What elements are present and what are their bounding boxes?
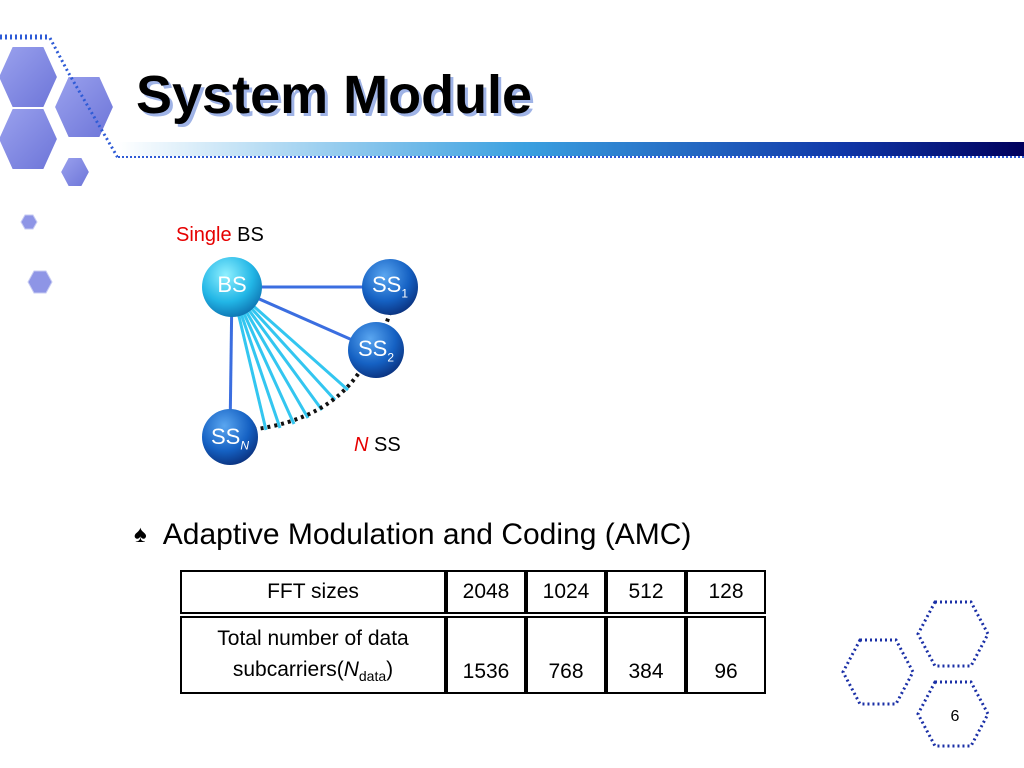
decorative-small-hexagons	[20, 214, 53, 294]
single-word: Single	[176, 224, 232, 246]
ssn-node	[202, 409, 258, 465]
subcarrier-cell: 768	[526, 616, 606, 694]
subcarrier-header-cell: Total number of data subcarriers(Ndata)	[180, 616, 446, 694]
decorative-dotted-hexagons	[841, 600, 990, 748]
ss2-label: SS2	[357, 336, 395, 365]
fft-size-cell: 128	[686, 570, 766, 614]
subcarrier-row: Total number of data subcarriers(Ndata) …	[180, 616, 766, 694]
subcarrier-cell: 384	[606, 616, 686, 694]
n-letter: N	[354, 434, 369, 456]
fft-size-cell: 2048	[446, 570, 526, 614]
ss1-node	[362, 259, 418, 315]
amc-bullet: ♠ Adaptive Modulation and Coding (AMC)	[134, 518, 691, 552]
fft-header-cell: FFT sizes	[180, 570, 446, 614]
subcarrier-cell: 1536	[446, 616, 526, 694]
spade-bullet-icon: ♠	[134, 521, 147, 548]
hexagon-outline	[916, 600, 990, 668]
fft-size-cell: 512	[606, 570, 686, 614]
n-ss-caption: N SS	[354, 434, 401, 457]
title-underline-bar	[118, 142, 1024, 158]
dotted-outline	[0, 36, 120, 159]
fft-size-row: FFT sizes 2048 1024 512 128	[180, 570, 766, 614]
hexagon-shape	[52, 75, 116, 139]
hexagon-outline	[916, 680, 990, 748]
fft-size-cell: 1024	[526, 570, 606, 614]
page-number: 6	[950, 708, 960, 725]
hexagon-shape	[58, 156, 92, 188]
hexagon-outline	[841, 638, 915, 706]
hexagon-shape	[0, 107, 60, 171]
hexagon-shape	[20, 214, 38, 230]
amc-text: Adaptive Modulation and Coding (AMC)	[162, 518, 692, 551]
hexagon-shape	[27, 270, 53, 294]
decorative-hexagons-top-left	[0, 34, 120, 188]
ss2-node	[348, 322, 404, 378]
hexagon-shape	[0, 45, 60, 109]
network-diagram	[202, 257, 418, 465]
bs-label: BS	[217, 272, 247, 297]
slide-title: System Module	[136, 65, 533, 125]
bs-node	[202, 257, 262, 317]
ss-word: SS	[374, 434, 401, 456]
ssn-label: SSN	[210, 424, 250, 453]
ss1-label: SS1	[371, 272, 409, 301]
bs-word: BS	[237, 224, 264, 246]
single-bs-caption: Single BS	[176, 224, 264, 247]
subcarrier-cell: 96	[686, 616, 766, 694]
